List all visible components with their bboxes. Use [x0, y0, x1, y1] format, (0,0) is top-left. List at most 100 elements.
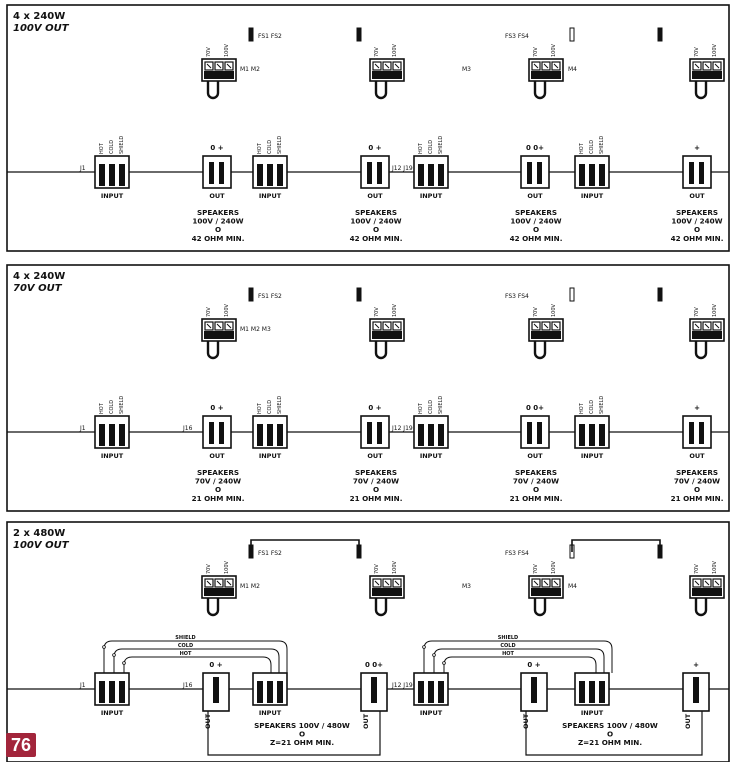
speaker-spec-line: 100V / 240W: [350, 217, 401, 226]
connector-pin: [109, 681, 115, 703]
fuse-icon: [657, 27, 663, 42]
out-polarity: 0 +: [368, 404, 381, 412]
speaker-spec-line: 21 OHM MIN.: [671, 494, 724, 503]
jack-label: J16: [182, 425, 193, 432]
screw-slot: [543, 63, 549, 69]
speaker-spec-line: 42 OHM MIN.: [510, 234, 563, 243]
speaker-spec-line: 70V / 240W: [353, 477, 399, 486]
jumper-loop: [694, 598, 708, 617]
screw-slot: [704, 63, 710, 69]
screw-slot: [374, 63, 380, 69]
input-connector: INPUT: [94, 672, 130, 717]
tap-label-70v: 70V: [206, 47, 212, 57]
speaker-spec-line: O: [694, 225, 700, 234]
pin-label: SHIELD: [119, 396, 125, 414]
tap-label-70v: 70V: [206, 307, 212, 317]
screw-slot: [704, 580, 710, 586]
input-label: INPUT: [420, 709, 443, 717]
input-label: INPUT: [581, 709, 604, 717]
out-polarity: 0 0+: [526, 144, 544, 152]
module-base: [531, 588, 561, 596]
tap-label-100v: 100V: [551, 43, 557, 57]
screw-slot: [384, 580, 390, 586]
module-label: M3: [462, 66, 471, 73]
screw-slot: [226, 63, 232, 69]
input-label: INPUT: [581, 192, 604, 200]
speaker-spec-line: O: [215, 225, 221, 234]
jack-label: J16: [182, 682, 193, 689]
connector-pin: [99, 681, 105, 703]
screw-slot: [374, 323, 380, 329]
out-polarity: 0 +: [368, 144, 381, 152]
speaker-spec-line: Z=21 OHM MIN.: [578, 738, 642, 747]
wire-label: COLD: [178, 643, 193, 649]
pin-label: HOT: [418, 142, 424, 154]
jumper-loop: [533, 341, 547, 360]
speaker-spec-line: 21 OHM MIN.: [192, 494, 245, 503]
jack-label: J12 J19: [391, 425, 413, 432]
connector-pin: [99, 164, 105, 186]
pin-label: COLD: [267, 140, 273, 154]
connector-pin: [219, 422, 224, 444]
speaker-spec-line: O: [533, 225, 539, 234]
out-label: OUT: [689, 452, 705, 460]
connector-pin: [418, 164, 424, 186]
pin-label: SHIELD: [438, 136, 444, 154]
screw-slot: [226, 580, 232, 586]
speaker-spec-line: O: [533, 485, 539, 494]
speaker-loop: [525, 711, 703, 756]
out-label: OUT: [689, 192, 705, 200]
connector-pin: [589, 681, 595, 703]
tap-label-70v: 70V: [694, 307, 700, 317]
jack-label: J1: [79, 165, 86, 172]
out-label: OUT: [367, 452, 383, 460]
fuse-icon: [248, 27, 254, 42]
module-base: [531, 71, 561, 79]
tap-label-100v: 100V: [551, 303, 557, 317]
connector-pin: [367, 162, 372, 184]
screw-slot: [543, 580, 549, 586]
screw-slot: [694, 323, 700, 329]
page-number: 76: [6, 733, 36, 757]
speaker-spec-line: SPEAKERS: [676, 208, 718, 217]
connector-pin: [209, 422, 214, 444]
screw-slot: [553, 323, 559, 329]
input-label: INPUT: [101, 452, 124, 460]
out-label: OUT: [527, 192, 543, 200]
jumper-loop: [206, 81, 220, 100]
pin-label: COLD: [428, 140, 434, 154]
screw-slot: [533, 323, 539, 329]
connector-pin: [377, 162, 382, 184]
connector-pin: [537, 162, 542, 184]
jumper-loop: [533, 598, 547, 617]
screw-slot: [533, 63, 539, 69]
output-connector: 0 + OUT: [360, 404, 390, 460]
input-connector: INPUT: [252, 672, 288, 717]
jumper-loop: [533, 81, 547, 100]
connector-pin: [438, 164, 444, 186]
connector-pin: [367, 422, 372, 444]
tap-label-100v: 100V: [712, 303, 718, 317]
connector-pin: [257, 164, 263, 186]
wire-label: SHIELD: [498, 635, 518, 641]
pin-label: SHIELD: [277, 136, 283, 154]
input-label: INPUT: [420, 192, 443, 200]
connector-pin: [277, 681, 283, 703]
connector-pin: [109, 164, 115, 186]
wire-joint: [432, 653, 436, 657]
output-connector: 0 0+OUT: [520, 404, 550, 460]
connector-pin: [277, 164, 283, 186]
fuse-label: FS1 FS2: [258, 293, 282, 300]
connector-pin: [537, 422, 542, 444]
module-label: M4: [568, 66, 577, 73]
